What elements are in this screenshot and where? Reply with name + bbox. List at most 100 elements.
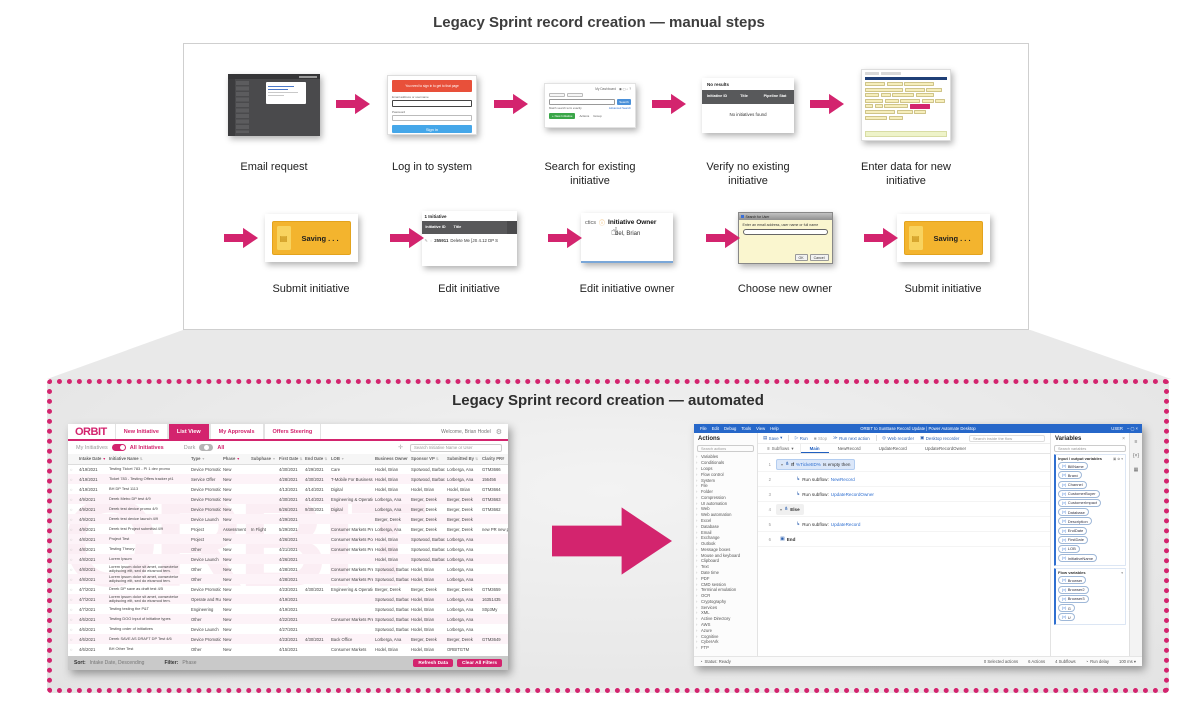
row-checkbox[interactable]: ○: [70, 546, 73, 552]
col-subphase[interactable]: Subphase ▼: [249, 454, 277, 465]
flow-step-if[interactable]: 1 ▾⋔If%TicketID%Is empty then: [758, 457, 1050, 472]
action-group-item[interactable]: Azure: [694, 627, 757, 633]
row-checkbox[interactable]: ○: [70, 616, 73, 622]
action-group-item[interactable]: CMD session: [694, 581, 757, 587]
action-group-item[interactable]: Mouse and keyboard: [694, 552, 757, 558]
row-checkbox[interactable]: ○: [70, 536, 73, 542]
io-variable-pill[interactable]: (×)FirstDate: [1058, 535, 1088, 544]
flow-step-subflow[interactable]: 2 ↳Run subflow:NewRecord: [758, 472, 1050, 487]
action-group-item[interactable]: Excel: [694, 518, 757, 524]
theme-toggle[interactable]: [199, 444, 214, 451]
flow-variable-pill[interactable]: (×)Browser3: [1058, 594, 1089, 603]
io-variable-pill[interactable]: (×)BillName: [1058, 462, 1088, 471]
io-variable-pill[interactable]: (×)LOB: [1058, 544, 1080, 553]
col-initiative-name[interactable]: Initiative Name ⇅: [107, 454, 189, 465]
row-checkbox[interactable]: ○: [70, 486, 73, 492]
action-group-item[interactable]: AWS: [694, 622, 757, 628]
row-checkbox[interactable]: ○: [70, 636, 73, 642]
row-checkbox[interactable]: ○: [70, 566, 73, 572]
actions-search-input[interactable]: Search actions: [697, 445, 754, 452]
row-checkbox[interactable]: ○: [70, 596, 73, 602]
io-variable-pill[interactable]: (×)EndDate: [1058, 526, 1088, 535]
flow-search-input[interactable]: Search inside the flow: [969, 434, 1045, 442]
run-delay-value[interactable]: 100 ms ▾: [1119, 659, 1136, 664]
tab-updaterecord[interactable]: UpdateRecord: [878, 446, 907, 451]
action-group-item[interactable]: Cryptography: [694, 599, 757, 605]
run-button[interactable]: ▷ Run: [794, 435, 808, 441]
menu-help[interactable]: Help: [770, 426, 779, 431]
row-checkbox[interactable]: ○: [70, 626, 73, 632]
action-group-item[interactable]: OCR: [694, 593, 757, 599]
nav-tab-offers-steering[interactable]: Offers Steering: [263, 424, 322, 439]
flow-variable-pill[interactable]: (×)Browser2: [1058, 585, 1089, 594]
col-first-date[interactable]: First Date ⇅: [277, 454, 303, 465]
action-group-item[interactable]: XML: [694, 610, 757, 616]
action-group-item[interactable]: Active Directory: [694, 616, 757, 622]
flow-step-subflow[interactable]: 5 ↳Run subflow:UpdateRecord: [758, 517, 1050, 532]
list-icon[interactable]: ≡: [1134, 439, 1138, 445]
variables-search-input[interactable]: Search variables: [1054, 445, 1126, 452]
menu-view[interactable]: View: [756, 426, 766, 431]
tab-main[interactable]: Main: [800, 444, 829, 453]
add-icon[interactable]: ✛: [397, 445, 403, 451]
action-group-item[interactable]: Outlook: [694, 541, 757, 547]
row-checkbox[interactable]: ○: [70, 526, 73, 532]
nav-tab-new-initiative[interactable]: New Initiative: [114, 424, 168, 439]
close-icon[interactable]: ×: [1122, 435, 1125, 442]
action-group-item[interactable]: Date time: [694, 570, 757, 576]
row-checkbox[interactable]: ○: [70, 476, 73, 482]
action-group-item[interactable]: Conditionals: [694, 460, 757, 466]
action-group-item[interactable]: Text: [694, 564, 757, 570]
col-type[interactable]: Type ▼: [189, 454, 221, 465]
action-group-item[interactable]: Folder: [694, 489, 757, 495]
action-group-item[interactable]: Compression: [694, 494, 757, 500]
action-group-item[interactable]: System: [694, 477, 757, 483]
row-checkbox[interactable]: ○: [70, 606, 73, 612]
action-group-item[interactable]: FTP: [694, 645, 757, 651]
action-group-item[interactable]: UI automation: [694, 500, 757, 506]
col-lob[interactable]: LOB ▼: [329, 454, 373, 465]
col-business-owner[interactable]: Business Owner ▼: [373, 454, 409, 465]
row-checkbox[interactable]: ○: [70, 586, 73, 592]
variables-icon[interactable]: {×}: [1132, 453, 1140, 459]
action-group-item[interactable]: File: [694, 483, 757, 489]
col-sponsor-vp[interactable]: Sponsor VP ⇅: [409, 454, 445, 465]
col-clarity-pr[interactable]: Clarity PR#: [480, 454, 508, 465]
initiatives-toggle[interactable]: [111, 444, 126, 451]
menu-edit[interactable]: Edit: [711, 426, 719, 431]
save-button[interactable]: ▤ Save ▾: [763, 435, 783, 441]
action-group-item[interactable]: Loops: [694, 466, 757, 472]
row-checkbox[interactable]: ○: [70, 556, 73, 562]
menu-tools[interactable]: Tools: [741, 426, 752, 431]
flow-step-else[interactable]: 4 ▾⋔Else: [758, 502, 1050, 517]
menu-debug[interactable]: Debug: [723, 426, 737, 431]
io-variable-pill[interactable]: (×)Brand: [1058, 471, 1083, 480]
row-checkbox[interactable]: ○: [70, 646, 73, 652]
subflows-dropdown[interactable]: ≡ Subflows ▾: [761, 444, 801, 453]
initiative-search-input[interactable]: Search Initiative Name or User: [410, 443, 502, 452]
row-checkbox[interactable]: ○: [70, 576, 73, 582]
action-group-item[interactable]: Services: [694, 604, 757, 610]
action-group-item[interactable]: PDF: [694, 575, 757, 581]
ui-elements-icon[interactable]: ▦: [1133, 467, 1139, 473]
flow-step-end[interactable]: 6 ▣End: [758, 532, 1050, 547]
action-group-item[interactable]: Clipboard: [694, 558, 757, 564]
desktop-recorder-button[interactable]: ▣ Desktop recorder: [920, 435, 960, 441]
io-variable-pill[interactable]: (×)Description: [1058, 517, 1092, 526]
col-phase[interactable]: Phase ▼: [221, 454, 249, 465]
action-group-item[interactable]: Database: [694, 523, 757, 529]
